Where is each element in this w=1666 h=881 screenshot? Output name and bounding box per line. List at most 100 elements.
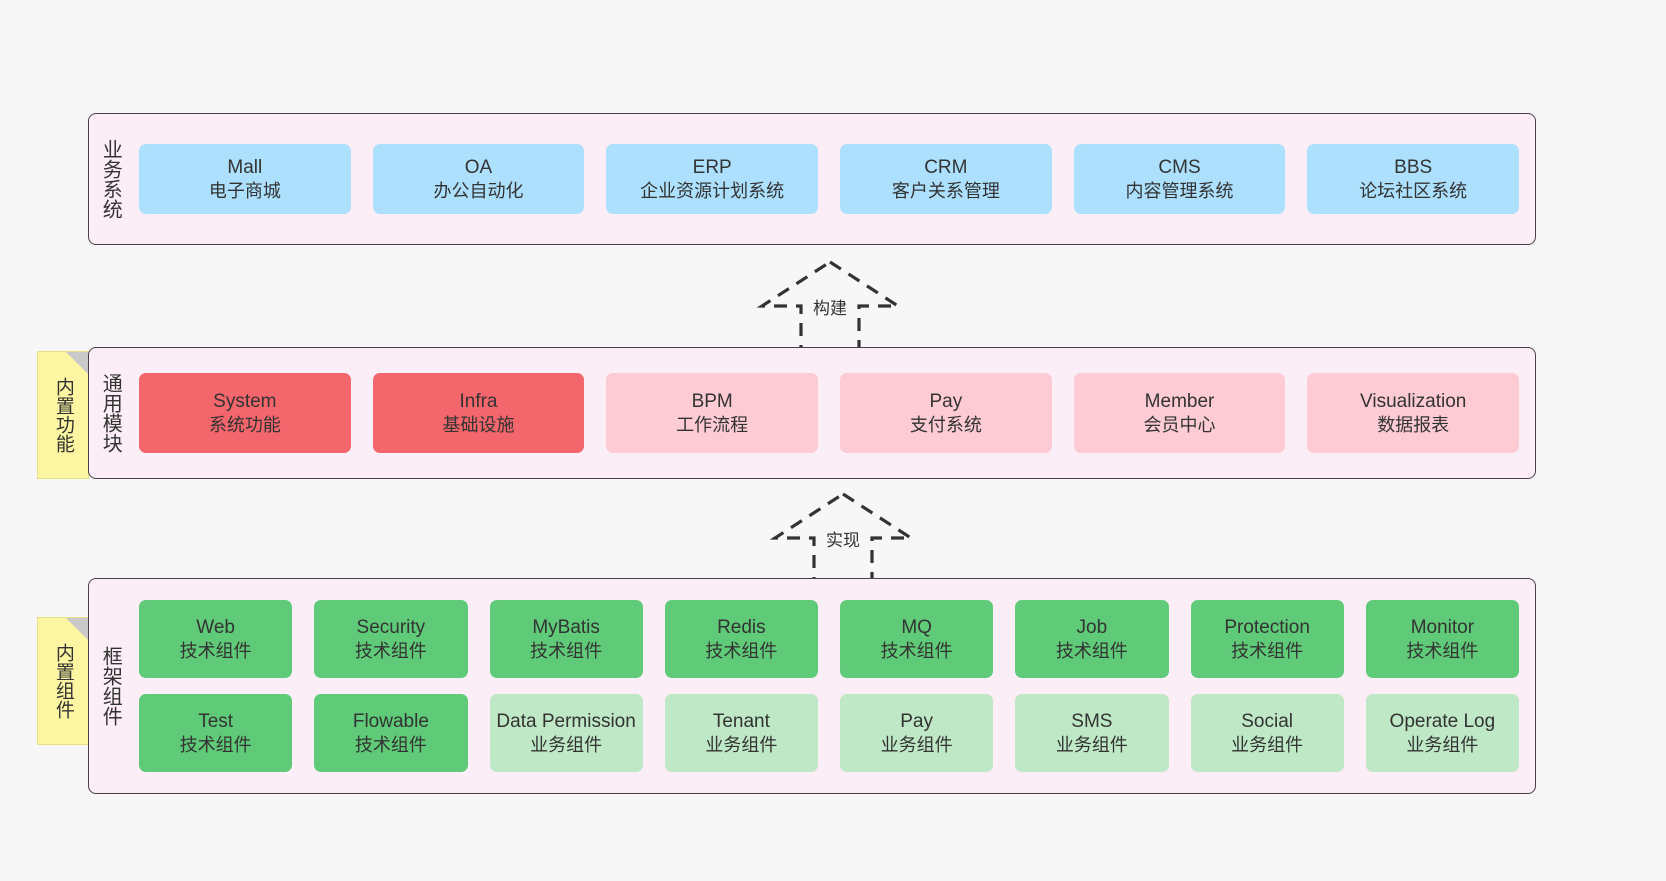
cell-title: Test	[198, 711, 234, 733]
business-cell-mall[interactable]: Mall 电子商城	[139, 144, 351, 214]
business-cell-oa[interactable]: OA 办公自动化	[372, 144, 585, 214]
note-fold-corner-icon	[66, 618, 88, 640]
framework-cell-mq[interactable]: MQ 技术组件	[840, 600, 994, 678]
cell-title: Flowable	[352, 711, 429, 733]
cell-subtitle: 办公自动化	[433, 180, 524, 201]
note-builtin-component: 内置组件	[37, 617, 89, 745]
note-label: 内置组件	[52, 643, 74, 719]
cell-title: Social	[1241, 711, 1293, 733]
cell-title: CMS	[1158, 157, 1201, 179]
framework-cell-social[interactable]: Social 业务组件	[1190, 694, 1344, 772]
framework-cell-sms[interactable]: SMS 业务组件	[1015, 694, 1169, 772]
layer-framework-components: 框架组件 Web 技术组件 Security 技术组件 MyBatis 技术组件…	[88, 578, 1536, 794]
framework-cell-redis[interactable]: Redis 技术组件	[664, 600, 818, 678]
cell-title: Pay	[900, 711, 933, 733]
cell-subtitle: 内容管理系统	[1125, 180, 1234, 201]
layer-title-framework: 框架组件	[99, 646, 122, 726]
framework-cell-tenant[interactable]: Tenant 业务组件	[664, 694, 818, 772]
cell-title: Monitor	[1410, 617, 1475, 639]
note-fold-corner-icon	[66, 352, 88, 374]
business-row: Mall 电子商城 OA 办公自动化 ERP 企业资源计划系统 CRM 客户关系…	[139, 144, 1520, 214]
cell-title: BBS	[1394, 157, 1433, 179]
note-builtin-function: 内置功能	[37, 351, 89, 479]
cell-title: Redis	[717, 617, 766, 639]
common-cell-visualization[interactable]: Visualization 数据报表	[1307, 373, 1520, 453]
common-cell-infra[interactable]: Infra 基础设施	[372, 373, 585, 453]
cell-title: MyBatis	[532, 617, 600, 639]
cell-subtitle: 技术组件	[1406, 640, 1479, 661]
framework-cell-test[interactable]: Test 技术组件	[139, 694, 293, 772]
cell-title: BPM	[691, 391, 733, 413]
cell-subtitle: 论坛社区系统	[1359, 180, 1468, 201]
cell-subtitle: 技术组件	[880, 640, 953, 661]
cell-title: Data Permission	[496, 711, 636, 733]
framework-cell-flowable[interactable]: Flowable 技术组件	[314, 694, 468, 772]
cell-subtitle: 业务组件	[880, 734, 953, 755]
framework-cell-monitor[interactable]: Monitor 技术组件	[1365, 600, 1519, 678]
common-cell-member[interactable]: Member 会员中心	[1073, 373, 1286, 453]
cell-subtitle: 业务组件	[1406, 734, 1479, 755]
layer-body-common: System 系统功能 Infra 基础设施 BPM 工作流程 Pay 支付系统…	[131, 348, 1535, 478]
framework-cell-protection[interactable]: Protection 技术组件	[1190, 600, 1344, 678]
cell-title: Infra	[459, 391, 498, 413]
arrow-build-label: 构建	[811, 294, 849, 319]
cell-subtitle: 技术组件	[179, 734, 252, 755]
cell-title: Mall	[227, 157, 263, 179]
business-cell-cms[interactable]: CMS 内容管理系统	[1073, 144, 1286, 214]
cell-subtitle: 支付系统	[909, 414, 982, 435]
common-cell-bpm[interactable]: BPM 工作流程	[606, 373, 819, 453]
cell-title: MQ	[901, 617, 932, 639]
layer-common-modules: 通用模块 System 系统功能 Infra 基础设施 BPM 工作流程 Pay…	[88, 347, 1536, 479]
business-cell-crm[interactable]: CRM 客户关系管理	[840, 144, 1052, 214]
framework-cell-security[interactable]: Security 技术组件	[314, 600, 468, 678]
cell-subtitle: 技术组件	[1055, 640, 1128, 661]
cell-title: Pay	[929, 391, 963, 413]
cell-subtitle: 技术组件	[354, 734, 427, 755]
cell-subtitle: 业务组件	[530, 734, 603, 755]
cell-subtitle: 业务组件	[1231, 734, 1304, 755]
arrow-build: 构建	[755, 258, 905, 356]
cell-title: Member	[1144, 391, 1215, 413]
framework-cell-mybatis[interactable]: MyBatis 技术组件	[489, 600, 643, 678]
framework-cell-web[interactable]: Web 技术组件	[139, 600, 293, 678]
framework-cell-pay[interactable]: Pay 业务组件	[840, 694, 994, 772]
business-cell-bbs[interactable]: BBS 论坛社区系统	[1307, 144, 1520, 214]
note-label: 内置功能	[52, 377, 74, 453]
cell-subtitle: 技术组件	[1231, 640, 1304, 661]
cell-subtitle: 电子商城	[208, 180, 281, 201]
framework-cell-job[interactable]: Job 技术组件	[1015, 600, 1169, 678]
business-cell-erp[interactable]: ERP 企业资源计划系统	[606, 144, 819, 214]
cell-subtitle: 技术组件	[705, 640, 778, 661]
cell-title: Protection	[1224, 617, 1310, 639]
cell-subtitle: 客户关系管理	[891, 180, 1000, 201]
layer-title-common: 通用模块	[99, 373, 122, 453]
cell-subtitle: 技术组件	[354, 640, 427, 661]
common-cell-system[interactable]: System 系统功能	[139, 373, 351, 453]
cell-subtitle: 工作流程	[676, 414, 749, 435]
cell-subtitle: 基础设施	[442, 414, 515, 435]
cell-title: System	[213, 391, 277, 413]
layer-body-framework: Web 技术组件 Security 技术组件 MyBatis 技术组件 Redi…	[131, 579, 1535, 793]
cell-title: Web	[196, 617, 235, 639]
framework-cell-data-permission[interactable]: Data Permission 业务组件	[489, 694, 643, 772]
cell-subtitle: 技术组件	[179, 640, 252, 661]
framework-row-tech: Web 技术组件 Security 技术组件 MyBatis 技术组件 Redi…	[139, 600, 1519, 678]
cell-subtitle: 数据报表	[1377, 414, 1450, 435]
layer-body-business: Mall 电子商城 OA 办公自动化 ERP 企业资源计划系统 CRM 客户关系…	[131, 114, 1535, 244]
cell-title: Tenant	[712, 711, 770, 733]
framework-cell-operate-log[interactable]: Operate Log 业务组件	[1365, 694, 1519, 772]
framework-row-business: Test 技术组件 Flowable 技术组件 Data Permission …	[139, 694, 1519, 772]
cell-subtitle: 企业资源计划系统	[640, 180, 785, 201]
layer-title-business: 业务系统	[99, 139, 122, 219]
cell-subtitle: 会员中心	[1143, 414, 1216, 435]
cell-subtitle: 业务组件	[1055, 734, 1128, 755]
arrow-implement-label: 实现	[824, 526, 862, 551]
cell-title: OA	[464, 157, 493, 179]
layer-business-systems: 业务系统 Mall 电子商城 OA 办公自动化 ERP 企业资源计划系统 CRM…	[88, 113, 1536, 245]
cell-title: ERP	[692, 157, 732, 179]
cell-subtitle: 技术组件	[530, 640, 603, 661]
cell-subtitle: 系统功能	[208, 414, 281, 435]
cell-title: Visualization	[1360, 391, 1467, 413]
cell-subtitle: 业务组件	[705, 734, 778, 755]
common-cell-pay[interactable]: Pay 支付系统	[840, 373, 1052, 453]
